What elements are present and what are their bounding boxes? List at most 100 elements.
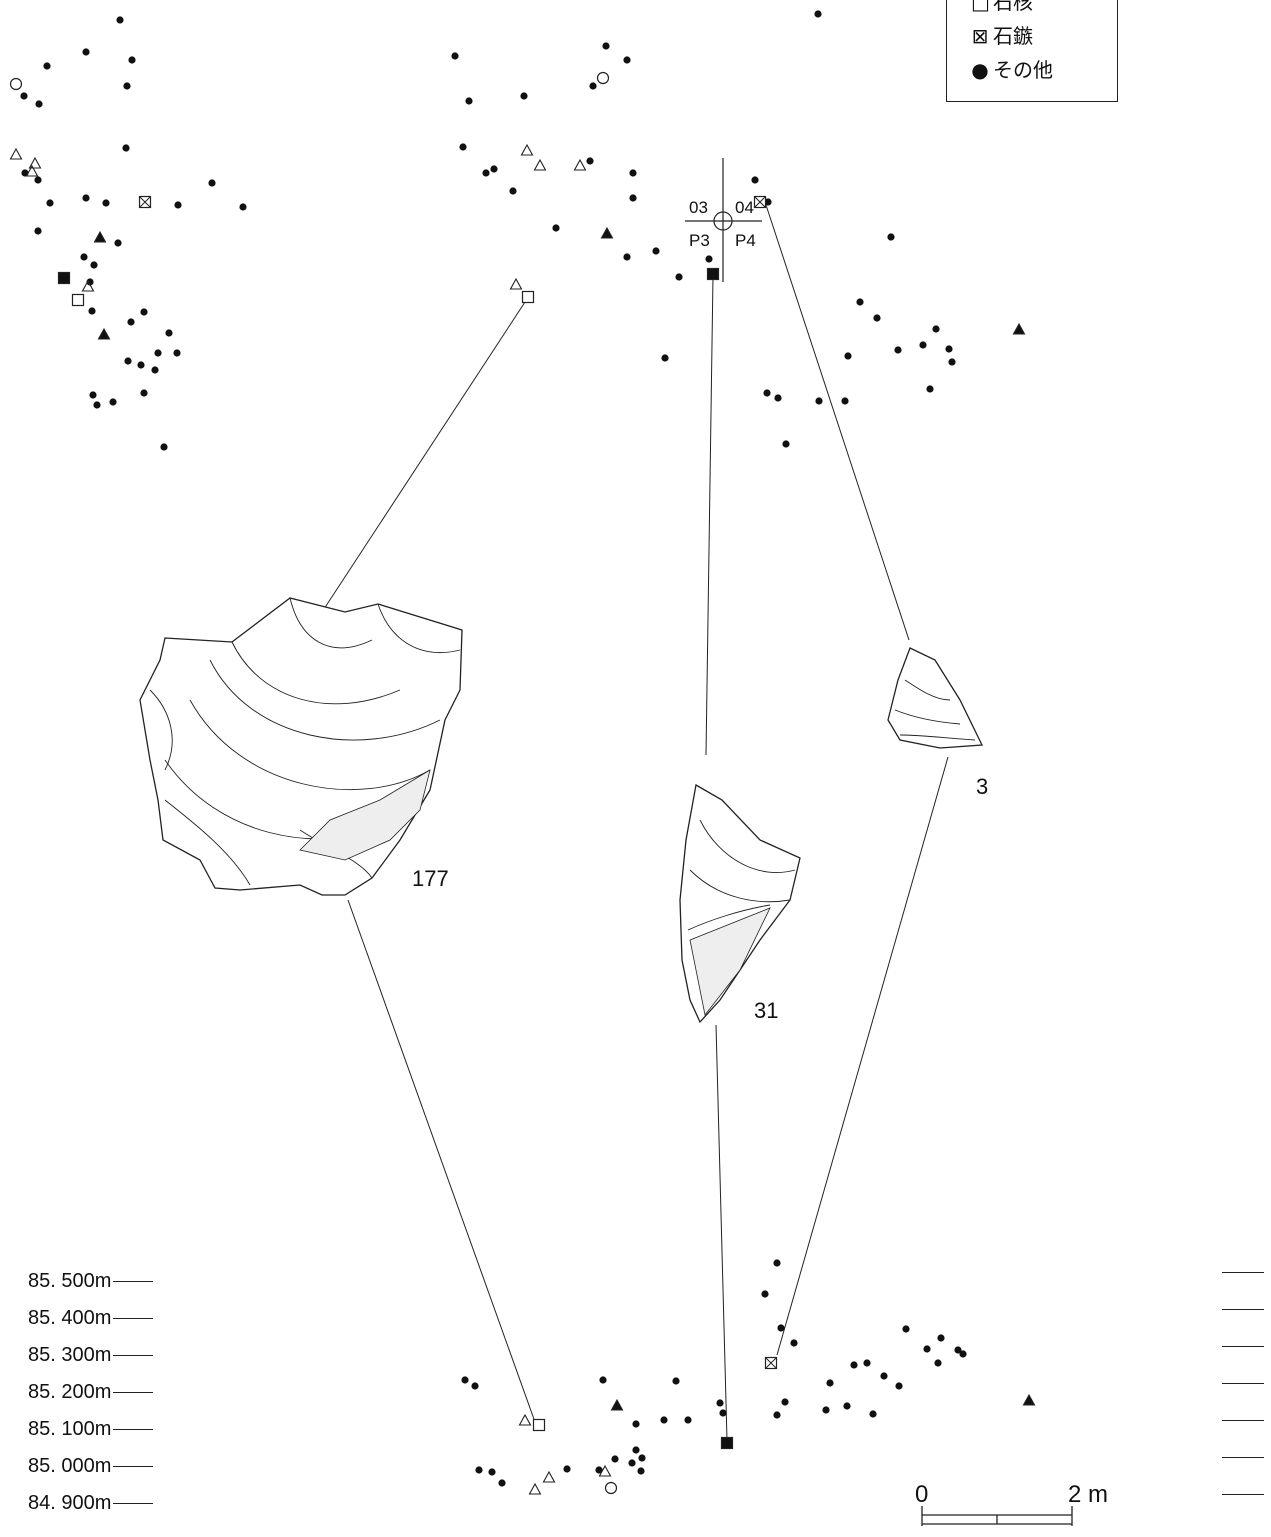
find-point <box>954 1346 962 1354</box>
find-point <box>116 16 124 24</box>
find-point <box>471 1382 479 1390</box>
find-point <box>628 1459 636 1467</box>
find-point <box>93 401 101 409</box>
find-point <box>844 352 852 360</box>
elevation-label: 85. 100m <box>28 1418 154 1441</box>
legend: □石核 ⊠石鏃 ●その他 <box>946 0 1118 102</box>
open-triangle-marker <box>518 1413 532 1426</box>
find-point <box>459 143 467 151</box>
find-point <box>90 261 98 269</box>
find-point <box>773 1411 781 1419</box>
find-point <box>114 239 122 247</box>
artifact-label-177: 177 <box>412 866 449 891</box>
find-point <box>751 176 759 184</box>
elevation-label: 85. 400m <box>28 1307 154 1330</box>
find-point <box>520 92 528 100</box>
find-point <box>716 1399 724 1407</box>
find-point <box>887 233 895 241</box>
find-point <box>86 278 94 286</box>
find-point <box>509 187 517 195</box>
find-point <box>934 1359 942 1367</box>
filled-square-marker <box>720 1436 734 1450</box>
filled-triangle-marker <box>610 1398 624 1411</box>
open-circle-marker <box>596 71 610 85</box>
find-point <box>488 1468 496 1476</box>
find-point <box>638 1454 646 1462</box>
find-point <box>34 176 42 184</box>
refit-line <box>765 204 910 641</box>
find-point <box>826 1379 834 1387</box>
find-point <box>850 1361 858 1369</box>
find-point <box>34 227 42 235</box>
find-point <box>948 358 956 366</box>
find-point <box>814 10 822 18</box>
refit-line <box>715 1024 728 1441</box>
find-point <box>764 198 772 206</box>
refit-lines <box>321 204 949 1441</box>
find-point <box>173 349 181 357</box>
open-triangle-marker <box>533 158 547 171</box>
find-point <box>563 1465 571 1473</box>
open-triangle-marker <box>520 143 534 156</box>
open-triangle-marker <box>9 147 23 160</box>
find-point <box>239 203 247 211</box>
find-point <box>632 1420 640 1428</box>
find-point <box>154 349 162 357</box>
find-point <box>623 253 631 261</box>
grid-label-bl: P3 <box>689 231 710 250</box>
find-point <box>880 1372 888 1380</box>
find-point <box>895 1382 903 1390</box>
open-triangle-marker <box>509 277 523 290</box>
refit-line <box>321 298 528 613</box>
square-icon: □ <box>971 0 990 14</box>
find-point <box>208 179 216 187</box>
find-point <box>945 345 953 353</box>
find-point <box>127 318 135 326</box>
open-triangle-marker <box>598 1464 612 1477</box>
open-triangle-marker <box>528 1482 542 1495</box>
elevation-label: 84. 900m <box>28 1492 154 1515</box>
grid-crosshair <box>685 158 762 282</box>
elevation-tick <box>1222 1272 1264 1273</box>
find-point <box>926 385 934 393</box>
refit-line <box>347 899 536 1423</box>
filled-circle-icon: ● <box>971 58 989 82</box>
find-point <box>482 169 490 177</box>
open-circle-marker <box>9 77 23 91</box>
find-point <box>629 194 637 202</box>
crossed-square-icon: ⊠ <box>971 24 989 48</box>
scale-end-label: 2 m <box>1068 1481 1109 1508</box>
find-point <box>123 82 131 90</box>
elevation-tick <box>1222 1346 1264 1347</box>
find-point <box>841 397 849 405</box>
find-point <box>902 1325 910 1333</box>
elevation-label: 85. 200m <box>28 1381 154 1404</box>
legend-item-other: ●その他 <box>971 58 1053 82</box>
find-point <box>451 52 459 60</box>
elevation-tick <box>1222 1383 1264 1384</box>
find-point <box>43 62 51 70</box>
find-point <box>923 1345 931 1353</box>
find-point <box>815 397 823 405</box>
filled-square-marker <box>57 271 71 285</box>
grid-label-tl: 03 <box>689 198 708 217</box>
find-point <box>822 1406 830 1414</box>
find-point <box>863 1359 871 1367</box>
find-point <box>763 389 771 397</box>
find-point <box>774 394 782 402</box>
filled-square-marker <box>706 267 720 281</box>
find-point <box>611 1455 619 1463</box>
elevation-tick <box>1222 1457 1264 1458</box>
find-point <box>790 1339 798 1347</box>
find-point <box>140 308 148 316</box>
filled-triangle-marker <box>97 327 111 340</box>
artifact-31-drawing <box>679 783 801 1024</box>
open-triangle-marker <box>81 279 95 292</box>
scale-start-label: 0 <box>915 1481 929 1508</box>
grid-label-br: P4 <box>735 231 756 250</box>
elevation-label: 85. 300m <box>28 1344 154 1367</box>
core-marker <box>71 293 85 307</box>
core-marker <box>532 1418 546 1432</box>
refit-line <box>705 275 714 756</box>
